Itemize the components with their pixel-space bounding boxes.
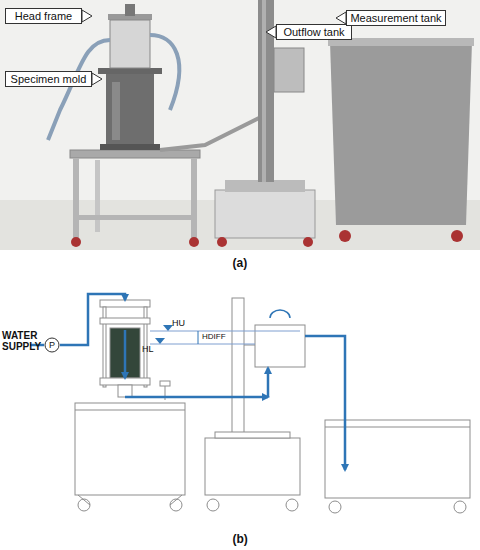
table-leg [73, 158, 79, 238]
callout-pointer [266, 26, 276, 38]
wheel [78, 499, 90, 511]
pump-circle [45, 338, 59, 352]
caster [170, 495, 182, 505]
outflow-tank-body [274, 48, 304, 92]
panel-label: (a) [233, 256, 248, 270]
level-label: HU [172, 318, 185, 328]
stand-base [215, 190, 315, 238]
plate [100, 378, 150, 385]
wheel [454, 501, 466, 513]
column [258, 0, 274, 182]
table-leg [95, 160, 100, 232]
wheel [329, 501, 341, 513]
callout-pointer [92, 73, 102, 85]
head-plate [100, 300, 150, 307]
measurement-tank-body [330, 42, 472, 225]
specimen [110, 328, 140, 378]
lower-level [150, 344, 255, 345]
highlight [262, 0, 266, 182]
stand-plate [215, 432, 290, 438]
hose [48, 40, 110, 140]
tank-rim [325, 427, 470, 428]
wheel [217, 237, 227, 247]
flange [98, 68, 162, 74]
column [232, 298, 244, 438]
level-mark [163, 325, 173, 331]
table-bar [73, 215, 197, 220]
pump-letter: P [49, 340, 55, 350]
wheel [189, 237, 199, 247]
dimension-line [198, 331, 199, 344]
upper-level [150, 331, 300, 332]
level-label: HL [142, 344, 154, 354]
wheel [170, 499, 182, 511]
flange [100, 144, 160, 150]
photo-background [0, 0, 480, 250]
table-leg [191, 158, 197, 238]
callout-pointer [336, 12, 346, 24]
wheel [339, 230, 351, 242]
overflow-symbol [270, 310, 290, 318]
wheel [286, 499, 298, 511]
callout-text: Measurement tank [350, 12, 441, 24]
wheel [451, 230, 463, 242]
stand-base [205, 438, 300, 495]
pipe [160, 115, 265, 150]
callout-text: Head frame [15, 10, 72, 22]
table-top [70, 150, 200, 158]
photo [0, 0, 480, 250]
flow-arrow [267, 368, 270, 397]
callout-text: Specimen mold [11, 73, 87, 85]
callout-pointer [82, 10, 92, 22]
outlet [118, 385, 132, 397]
highlight [112, 82, 120, 140]
wheel [303, 237, 313, 247]
flow-arrow [60, 294, 125, 345]
wheel [207, 499, 219, 511]
plate [100, 318, 150, 324]
level-mark [155, 338, 165, 344]
hose [150, 35, 179, 110]
schematic [75, 298, 470, 513]
measurement-tank [325, 420, 470, 498]
flow-arrows [30, 294, 345, 470]
callout-box: Specimen mold [5, 71, 92, 87]
caster [78, 495, 90, 505]
table-edge [75, 410, 185, 411]
specimen-cylinder [106, 74, 154, 146]
valve [125, 4, 135, 16]
flow-arrow [305, 336, 345, 470]
callout-box: Head frame [5, 8, 82, 24]
callout-box: Measurement tank [346, 10, 446, 26]
flow-label: WATER SUPPLY [2, 330, 44, 352]
bracket [244, 345, 255, 346]
wheel [71, 237, 81, 247]
head-frame [110, 20, 150, 68]
valve [160, 381, 170, 386]
callout-box: Outflow tank [276, 24, 352, 40]
panel-label: (b) [233, 532, 248, 546]
flow-arrow [124, 330, 127, 378]
pump-symbol: P [44, 337, 60, 353]
callout-text: Outflow tank [283, 26, 344, 38]
table [75, 403, 185, 495]
level-label: HDIFF [202, 332, 226, 341]
flow-arrow [125, 396, 268, 399]
